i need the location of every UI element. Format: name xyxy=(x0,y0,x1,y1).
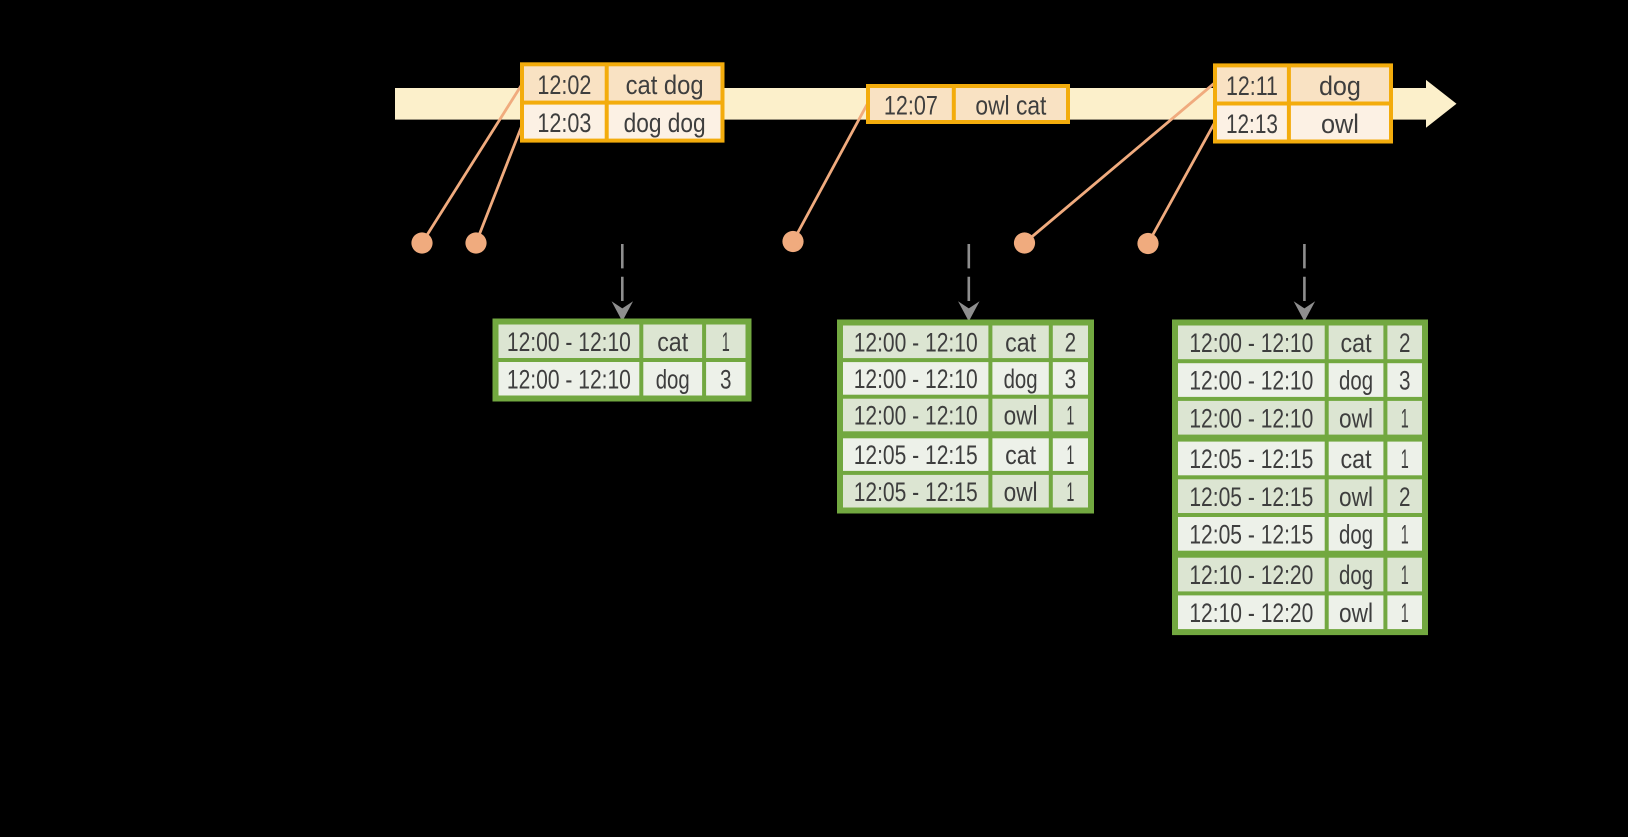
svg-text:12:00 - 12:10: 12:00 - 12:10 xyxy=(1189,328,1313,358)
svg-text:12:00 - 12:10: 12:00 - 12:10 xyxy=(1189,366,1313,396)
svg-text:dog: dog xyxy=(1339,560,1373,590)
svg-text:dog: dog xyxy=(1339,366,1373,396)
svg-text:1: 1 xyxy=(1066,401,1074,431)
svg-text:12:13: 12:13 xyxy=(1226,109,1278,139)
svg-text:1: 1 xyxy=(1066,477,1074,507)
svg-text:12:05 - 12:15: 12:05 - 12:15 xyxy=(1189,444,1313,474)
svg-text:dog: dog xyxy=(1339,520,1373,550)
svg-text:12:05 - 12:15: 12:05 - 12:15 xyxy=(854,477,978,507)
svg-text:2: 2 xyxy=(1399,482,1411,512)
svg-text:cat: cat xyxy=(1341,444,1372,474)
svg-text:12:00 - 12:10: 12:00 - 12:10 xyxy=(507,364,631,394)
svg-text:1: 1 xyxy=(1401,444,1409,474)
svg-text:cat: cat xyxy=(1341,328,1372,358)
svg-text:12:00 - 12:10: 12:00 - 12:10 xyxy=(854,364,978,394)
svg-text:12:05 - 12:15: 12:05 - 12:15 xyxy=(1189,520,1313,550)
svg-text:3: 3 xyxy=(720,364,732,394)
svg-text:cat: cat xyxy=(657,327,688,357)
svg-text:cat dog: cat dog xyxy=(626,70,704,100)
svg-text:dog: dog xyxy=(656,364,690,394)
svg-text:2: 2 xyxy=(1399,328,1411,358)
svg-text:1: 1 xyxy=(1401,560,1409,590)
svg-text:12:00 - 12:10: 12:00 - 12:10 xyxy=(854,401,978,431)
svg-text:2: 2 xyxy=(1065,327,1077,357)
svg-text:dog: dog xyxy=(1319,71,1361,101)
svg-text:3: 3 xyxy=(1065,364,1077,394)
svg-text:12:10 - 12:20: 12:10 - 12:20 xyxy=(1189,560,1313,590)
svg-text:12:05 - 12:15: 12:05 - 12:15 xyxy=(854,440,978,470)
svg-text:12:00 - 12:10: 12:00 - 12:10 xyxy=(1189,403,1313,433)
svg-text:1: 1 xyxy=(722,327,730,357)
svg-text:cat: cat xyxy=(1005,440,1036,470)
svg-text:cat: cat xyxy=(1005,327,1036,357)
svg-text:12:03: 12:03 xyxy=(537,108,591,138)
svg-text:12:02: 12:02 xyxy=(537,70,591,100)
svg-text:dog: dog xyxy=(1004,364,1038,394)
svg-text:1: 1 xyxy=(1401,520,1409,550)
svg-text:owl cat: owl cat xyxy=(975,91,1046,121)
svg-text:12:10 - 12:20: 12:10 - 12:20 xyxy=(1189,598,1313,628)
svg-text:1: 1 xyxy=(1401,598,1409,628)
svg-text:dog dog: dog dog xyxy=(624,108,706,138)
svg-text:owl: owl xyxy=(1004,477,1038,507)
svg-text:owl: owl xyxy=(1321,109,1359,139)
svg-text:owl: owl xyxy=(1339,403,1373,433)
svg-text:1: 1 xyxy=(1066,440,1074,470)
svg-text:1: 1 xyxy=(1401,403,1409,433)
svg-text:12:07: 12:07 xyxy=(884,91,938,121)
svg-text:12:00 - 12:10: 12:00 - 12:10 xyxy=(507,327,631,357)
svg-text:12:00 - 12:10: 12:00 - 12:10 xyxy=(854,327,978,357)
svg-text:owl: owl xyxy=(1339,598,1373,628)
svg-text:owl: owl xyxy=(1004,401,1038,431)
svg-text:12:11: 12:11 xyxy=(1226,71,1278,101)
svg-text:owl: owl xyxy=(1339,482,1373,512)
svg-text:12:05 - 12:15: 12:05 - 12:15 xyxy=(1189,482,1313,512)
svg-text:3: 3 xyxy=(1399,366,1411,396)
